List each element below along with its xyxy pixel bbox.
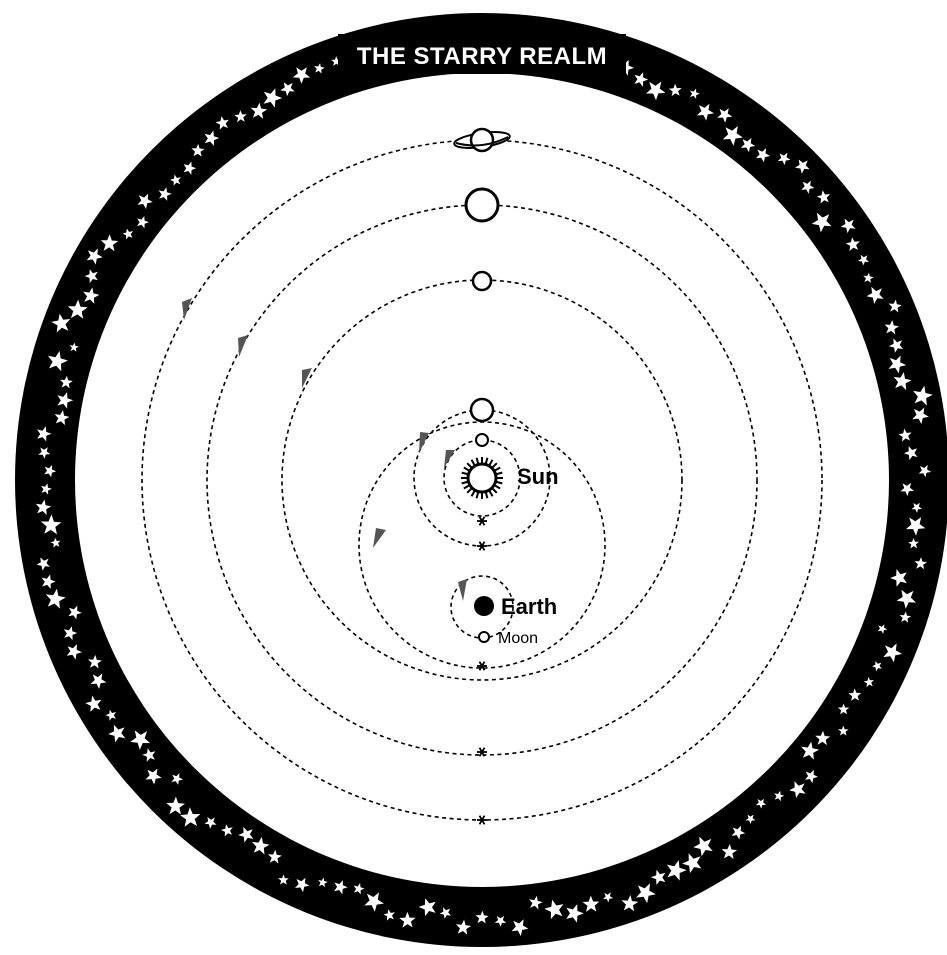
mars-icon <box>473 272 491 290</box>
ring-title: THE STARRY REALM <box>357 43 607 70</box>
earth-label: Earth <box>501 594 557 619</box>
mercury-icon <box>476 434 488 446</box>
jupiter-icon <box>466 189 498 221</box>
moon-icon <box>479 632 489 642</box>
moon-label: Moon <box>498 630 538 647</box>
earth-icon <box>474 596 494 616</box>
sun-label: Sun <box>517 464 559 489</box>
sun-icon <box>461 457 503 499</box>
venus-icon <box>471 399 493 421</box>
